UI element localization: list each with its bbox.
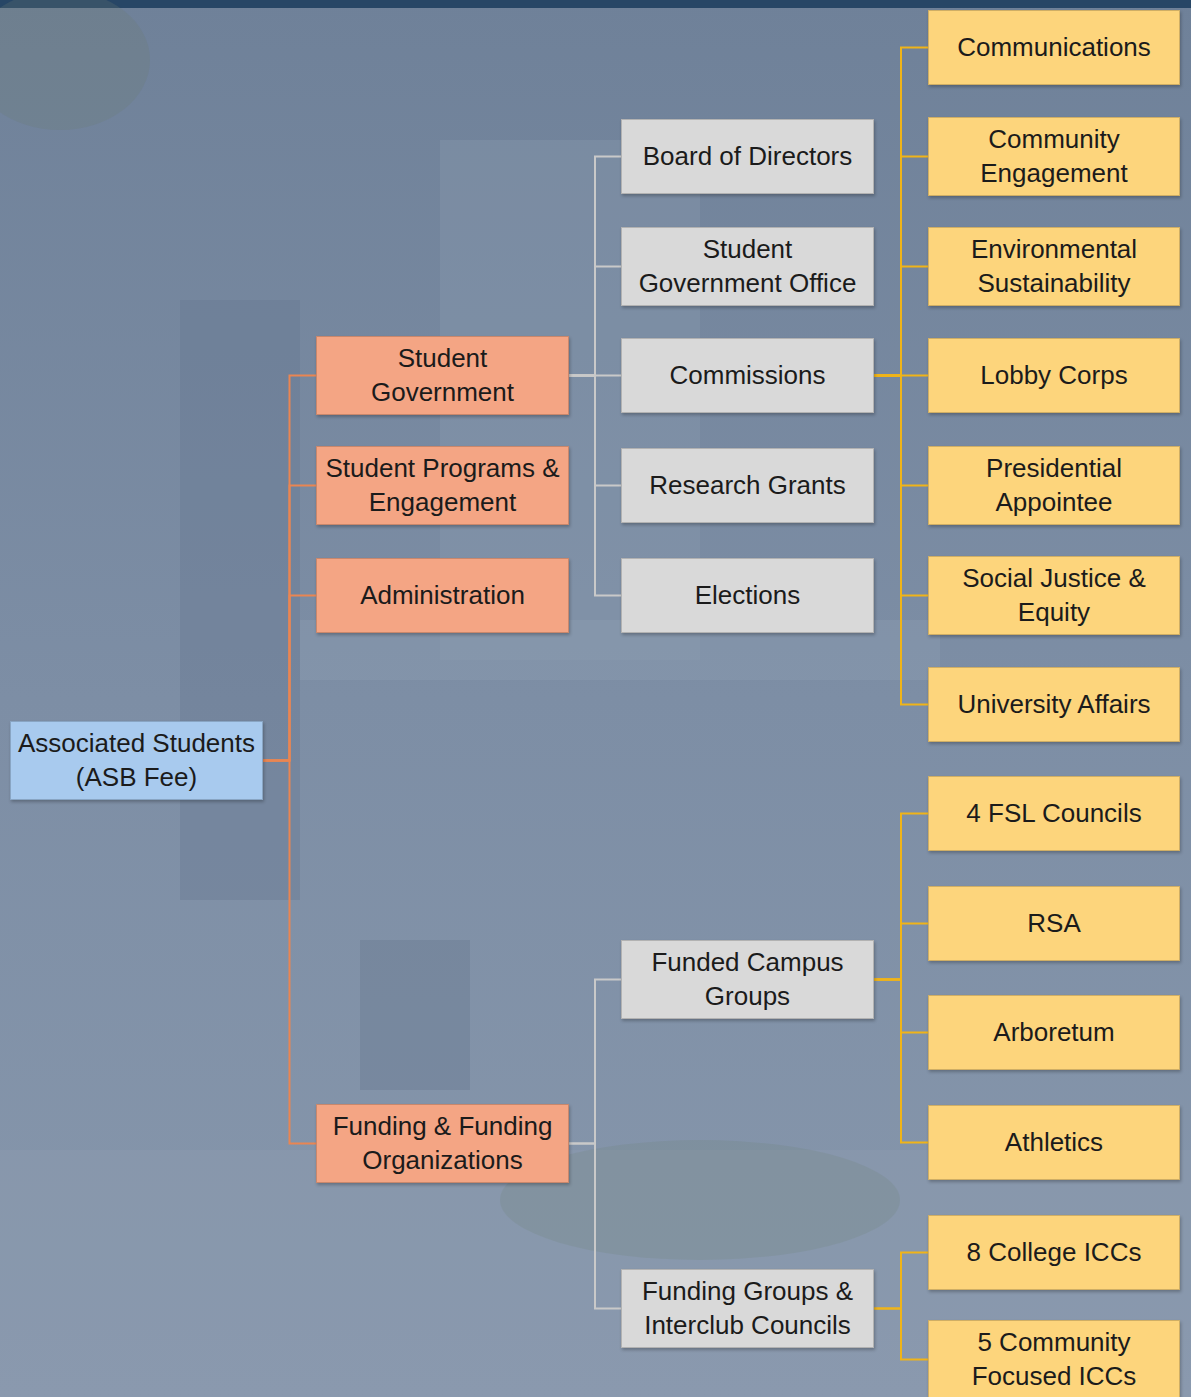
group-box: Lobby Corps — [928, 338, 1180, 413]
tree-connector — [569, 1144, 621, 1309]
box-label: Social Justice & Equity — [935, 562, 1173, 630]
group-box: Athletics — [928, 1105, 1180, 1180]
tree-connector — [569, 376, 621, 596]
tree-connector — [569, 980, 621, 1144]
group-box: RSA — [928, 886, 1180, 961]
box-label: Research Grants — [649, 469, 846, 503]
unit-box: Commissions — [621, 338, 874, 413]
category-box: Student Programs & Engagement — [316, 446, 569, 526]
root-box: Associated Students (ASB Fee) — [10, 721, 263, 801]
box-label: 8 College ICCs — [967, 1236, 1142, 1270]
box-label: Lobby Corps — [980, 359, 1127, 393]
tree-connector — [874, 814, 928, 980]
tree-connector — [874, 924, 928, 980]
tree-connector — [874, 376, 928, 705]
box-label: 4 FSL Councils — [966, 797, 1141, 831]
tree-connector — [874, 980, 928, 1143]
box-label: Presidential Appointee — [935, 452, 1173, 520]
box-label: University Affairs — [957, 688, 1150, 722]
tree-connector — [874, 1309, 928, 1360]
unit-box: Student Government Office — [621, 227, 874, 307]
box-label: Athletics — [1005, 1126, 1103, 1160]
group-box: Environmental Sustainability — [928, 227, 1180, 307]
box-label: Elections — [695, 579, 801, 613]
unit-box: Research Grants — [621, 448, 874, 523]
tree-connector — [874, 157, 928, 376]
group-box: 8 College ICCs — [928, 1215, 1180, 1290]
tree-connector — [263, 486, 316, 761]
group-box: Communications — [928, 10, 1180, 85]
box-label: Arboretum — [993, 1016, 1114, 1050]
tree-connector — [263, 596, 316, 761]
box-label: Community Engagement — [935, 123, 1173, 191]
box-label: Administration — [360, 579, 525, 613]
category-box: Student Government — [316, 336, 569, 416]
group-box: University Affairs — [928, 667, 1180, 742]
box-label: Board of Directors — [643, 140, 853, 174]
group-box: 5 Community Focused ICCs — [928, 1320, 1180, 1397]
tree-connector — [874, 1253, 928, 1309]
box-label: Funded Campus Groups — [628, 946, 867, 1014]
box-label: Associated Students (ASB Fee) — [17, 727, 256, 795]
box-label: Student Government Office — [628, 233, 867, 301]
tree-connector — [569, 157, 621, 376]
box-label: Communications — [957, 31, 1151, 65]
box-label: Student Government — [323, 342, 562, 410]
tree-connector — [874, 267, 928, 376]
tree-connector — [569, 267, 621, 376]
box-label: Funding & Funding Organizations — [323, 1110, 562, 1178]
tree-connector — [263, 761, 316, 1144]
box-label: 5 Community Focused ICCs — [935, 1326, 1173, 1394]
group-box: Social Justice & Equity — [928, 556, 1180, 636]
category-box: Funding & Funding Organizations — [316, 1104, 569, 1184]
unit-box: Elections — [621, 558, 874, 633]
box-label: Environmental Sustainability — [935, 233, 1173, 301]
group-box: 4 FSL Councils — [928, 776, 1180, 851]
group-box: Community Engagement — [928, 117, 1180, 197]
unit-box: Funding Groups & Interclub Councils — [621, 1269, 874, 1349]
unit-box: Board of Directors — [621, 119, 874, 194]
unit-box: Funded Campus Groups — [621, 940, 874, 1020]
box-label: Student Programs & Engagement — [323, 452, 562, 520]
box-label: Funding Groups & Interclub Councils — [628, 1275, 867, 1343]
category-box: Administration — [316, 558, 569, 633]
box-label: RSA — [1027, 907, 1080, 941]
box-label: Commissions — [669, 359, 825, 393]
tree-connector — [874, 48, 928, 376]
tree-connector — [263, 376, 316, 761]
group-box: Arboretum — [928, 995, 1180, 1070]
group-box: Presidential Appointee — [928, 446, 1180, 526]
